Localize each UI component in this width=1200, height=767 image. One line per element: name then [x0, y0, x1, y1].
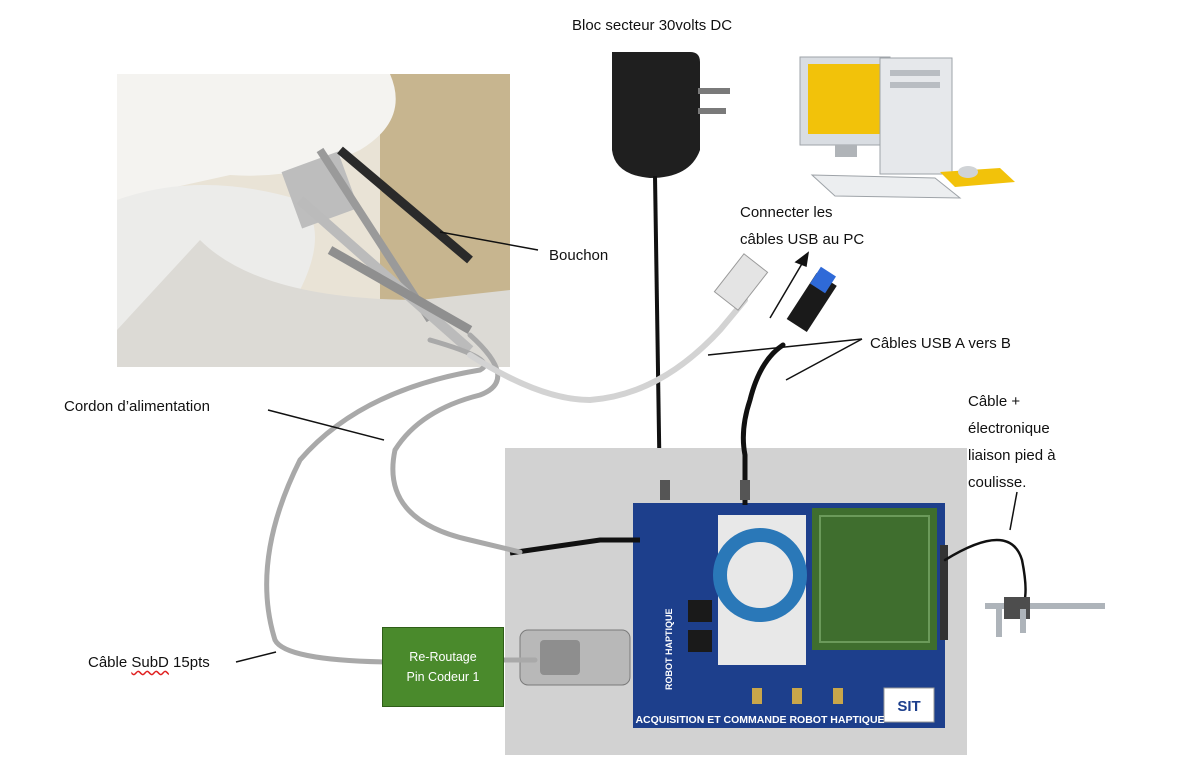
leader-lines: [235, 231, 1018, 663]
acquisition-board-photo: SIT ACQUISITION ET COMMANDE ROBOT HAPTIQ…: [505, 448, 967, 755]
caliper-label-line3: liaison pied à: [968, 447, 1056, 464]
board-title: ACQUISITION ET COMMANDE ROBOT HAPTIQUE: [635, 714, 884, 726]
power-adapter: [612, 52, 730, 501]
computer-icon: [799, 56, 1015, 199]
caliper-label-line1: Câble +: [968, 393, 1021, 410]
board-side-label: ROBOT HAPTIQUE: [664, 608, 674, 690]
subd-label-suffix: 15pts: [168, 654, 210, 671]
power-block-label: Bloc secteur 30volts DC: [572, 17, 733, 34]
power-cord-label: Cordon d’alimentation: [64, 398, 210, 415]
rerouting-box: Re-Routage Pin Codeur 1: [382, 627, 504, 707]
usb-plugs: [713, 253, 837, 333]
subd-label-word: SubD: [131, 654, 169, 671]
connect-usb-label-line2: câbles USB au PC: [740, 231, 865, 248]
board-logo: SIT: [897, 698, 920, 715]
rerouting-line1: Re-Routage: [409, 650, 477, 664]
cables: [264, 297, 1027, 665]
connect-usb-label-line1: Connecter les: [740, 204, 833, 221]
caliper-label-line2: électronique: [968, 420, 1050, 437]
usb-cables-label: Câbles USB A vers B: [870, 335, 1011, 352]
plug-label: Bouchon: [549, 247, 609, 264]
subd-label-prefix: Câble: [88, 654, 132, 671]
robot-connector-photo: [117, 74, 510, 367]
rerouting-line2: Pin Codeur 1: [406, 670, 480, 684]
caliper-icon: [985, 597, 1105, 637]
caliper-label-line4: coulisse.: [968, 474, 1027, 491]
subd-cable-label: Câble SubD 15pts: [88, 651, 210, 675]
